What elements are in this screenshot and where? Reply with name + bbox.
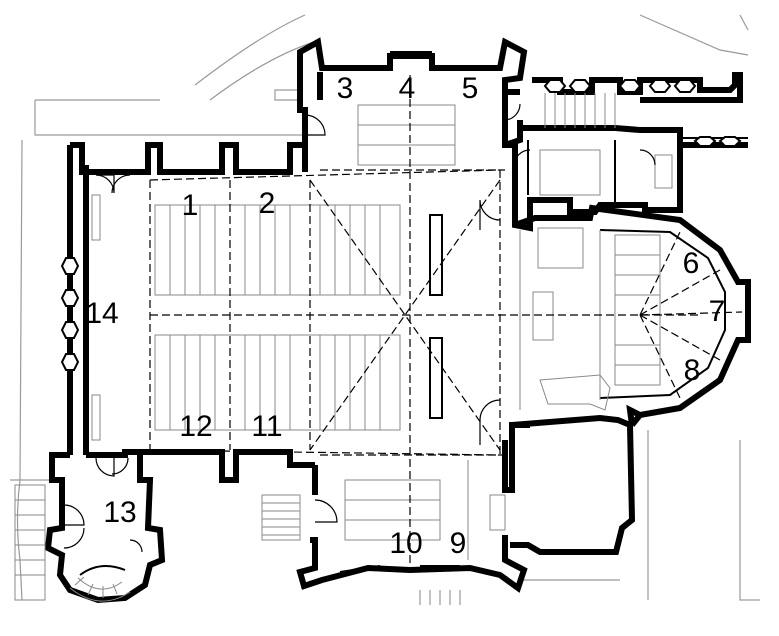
site-context — [10, 14, 760, 605]
room-label-13: 13 — [103, 496, 136, 529]
room-label-3: 3 — [337, 72, 354, 105]
room-label-4: 4 — [399, 72, 416, 105]
room-label-1: 1 — [182, 189, 199, 222]
room-labels: 1 2 3 4 5 6 7 8 9 10 11 12 13 14 — [85, 72, 725, 560]
pews — [91, 104, 673, 560]
room-label-2: 2 — [259, 187, 276, 220]
room-label-6: 6 — [683, 247, 700, 280]
stairs — [14, 93, 616, 602]
doors — [63, 103, 656, 553]
room-label-5: 5 — [462, 72, 479, 105]
piers — [60, 79, 742, 371]
walls — [44, 37, 751, 604]
windows — [136, 51, 460, 573]
room-label-9: 9 — [450, 527, 467, 560]
room-label-11: 11 — [251, 410, 282, 443]
axes — [149, 75, 743, 570]
room-label-7: 7 — [709, 295, 726, 328]
room-label-12: 12 — [179, 410, 212, 443]
room-label-8: 8 — [684, 354, 701, 387]
room-label-14: 14 — [85, 297, 118, 330]
room-label-10: 10 — [389, 527, 422, 560]
